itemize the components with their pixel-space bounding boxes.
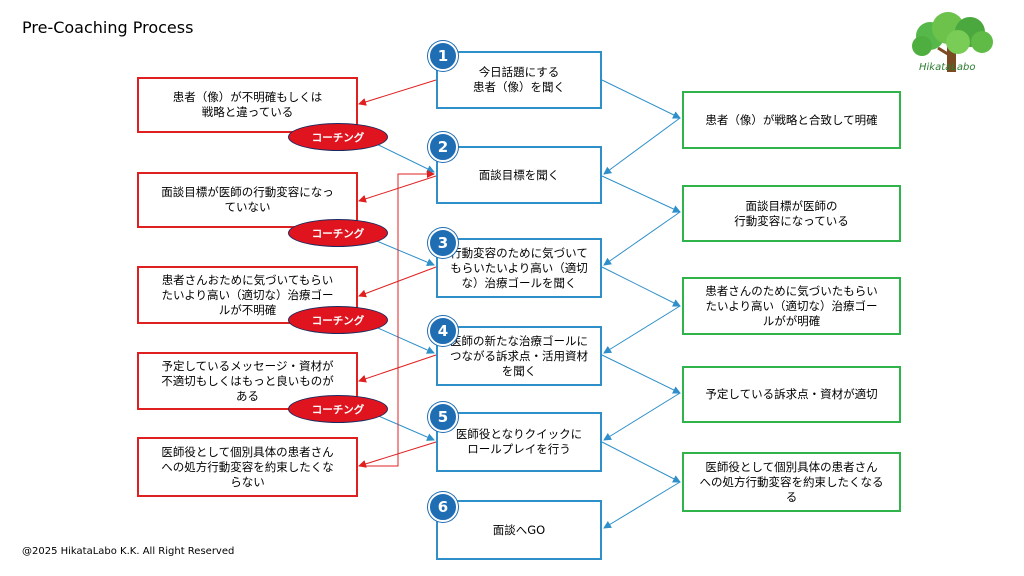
left-box-2: 面談目標が医師の行動変容になっ ていない [137,172,358,228]
right-box-4: 予定している訴求点・資材が適切 [682,366,901,423]
step-box-2: 面談目標を聞く [436,146,602,204]
step-number-4: 4 [428,316,458,346]
coaching-badge-1: コーチング [288,123,388,151]
left-box-5: 医師役として個別具体の患者さん への処方行動変容を約束したくな らない [137,437,358,497]
right-box-2: 面談目標が医師の 行動変容になっている [682,185,901,242]
coaching-badge-2: コーチング [288,219,388,247]
step-box-5: 医師役となりクイックに ロールプレイを行う [436,412,602,472]
right-text-4: 予定している訴求点・資材が適切 [705,387,878,401]
right-text-1: 患者（像）が戦略と合致して明確 [705,112,878,127]
left-text-5: 医師役として個別具体の患者さん への処方行動変容を約束したくな らない [161,444,334,489]
right-box-1: 患者（像）が戦略と合致して明確 [682,91,901,149]
right-box-5: 医師役として個別具体の患者さん への処方行動変容を約束したくなる る [682,452,901,512]
step-number-3: 3 [428,228,458,258]
copyright-text: @2025 HikataLabo K.K. All Right Reserved [22,546,235,557]
left-text-1: 患者（像）が不明確もしくは 戦略と違っている [172,90,323,119]
step-box-6: 面談へGO [436,500,602,560]
right-text-2: 面談目標が医師の 行動変容になっている [734,198,849,228]
right-text-5: 医師役として個別具体の患者さん への処方行動変容を約束したくなる る [699,459,884,504]
step-box-1: 今日話題にする 患者（像）を聞く [436,51,602,109]
logo-text: HikataLabo [919,62,976,73]
step-text-1: 今日話題にする 患者（像）を聞く [473,65,565,94]
step-number-2: 2 [428,132,458,162]
page-title: Pre-Coaching Process [22,18,194,37]
left-text-2: 面談目標が医師の行動変容になっ ていない [161,185,334,214]
coaching-badge-4: コーチング [288,395,388,423]
tree-logo-icon [908,12,998,74]
right-box-3: 患者さんのために気づいたもらい たいより高い（適切な）治療ゴー ルがが明確 [682,277,901,335]
step-number-1: 1 [428,41,458,71]
step-text-5: 医師役となりクイックに ロールプレイを行う [455,427,583,456]
step-box-4: 医師の新たな治療ゴールに つながる訴求点・活用資材 を聞く [436,326,602,386]
left-text-4: 予定しているメッセージ・資材が 不適切もしくはもっと良いものが ある [161,358,334,403]
step-box-3: 行動変容のために気づいて もらいたいより高い（適切 な）治療ゴールを聞く [436,238,602,298]
step-text-6: 面談へGO [492,522,546,537]
step-text-2: 面談目標を聞く [478,167,560,182]
step-text-3: 行動変容のために気づいて もらいたいより高い（適切 な）治療ゴールを聞く [450,245,588,290]
step-number-5: 5 [428,402,458,432]
step-number-6: 6 [428,492,458,522]
right-text-3: 患者さんのために気づいたもらい たいより高い（適切な）治療ゴー ルがが明確 [705,283,878,328]
coaching-badge-3: コーチング [288,306,388,334]
left-text-3: 患者さんおために気づいてもらい たいより高い（適切な）治療ゴー ルが不明確 [161,272,334,317]
step-text-4: 医師の新たな治療ゴールに つながる訴求点・活用資材 を聞く [450,333,588,378]
